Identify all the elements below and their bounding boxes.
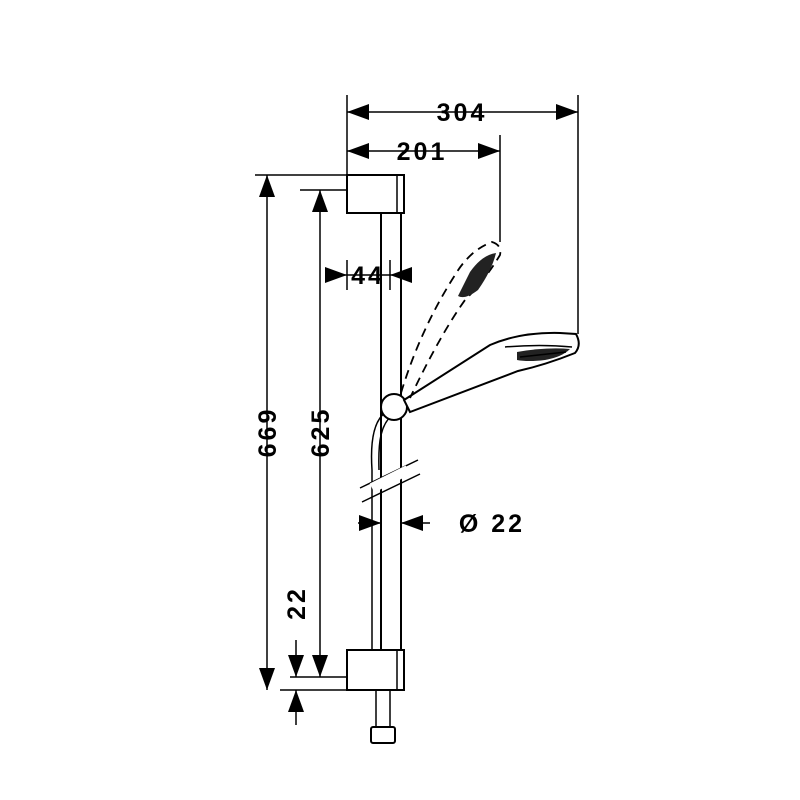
label-625: 625 [307, 407, 335, 458]
dimension-304 [347, 104, 578, 120]
top-wall-bracket [346, 174, 405, 214]
dimension-669 [259, 175, 275, 690]
slider-clamp [380, 393, 408, 421]
shower-hose [370, 411, 387, 650]
dimension-44 [325, 267, 412, 283]
label-diameter-22: Ø 22 [459, 510, 525, 538]
label-44: 44 [351, 262, 385, 290]
hand-shower-spray-line [519, 351, 567, 358]
label-22-bottom: 22 [283, 586, 311, 620]
rail-break-symbol [359, 459, 421, 503]
dimension-625 [312, 190, 328, 677]
bottom-wall-bracket [346, 649, 405, 691]
shower-rail-assembly [346, 174, 580, 744]
dimension-201 [347, 143, 500, 159]
label-669: 669 [254, 407, 282, 458]
label-304: 304 [437, 99, 488, 127]
hand-shower-handle [402, 331, 580, 414]
label-201: 201 [397, 138, 448, 166]
hose-nut [370, 726, 396, 744]
dimension-22-bottom [288, 640, 304, 725]
dimension-lines [255, 95, 579, 725]
hand-shower-head-face [504, 344, 573, 348]
dimension-diameter-22 [358, 515, 430, 531]
hand-shower-alt-head [458, 253, 496, 298]
hand-shower-alt-position [400, 241, 502, 399]
